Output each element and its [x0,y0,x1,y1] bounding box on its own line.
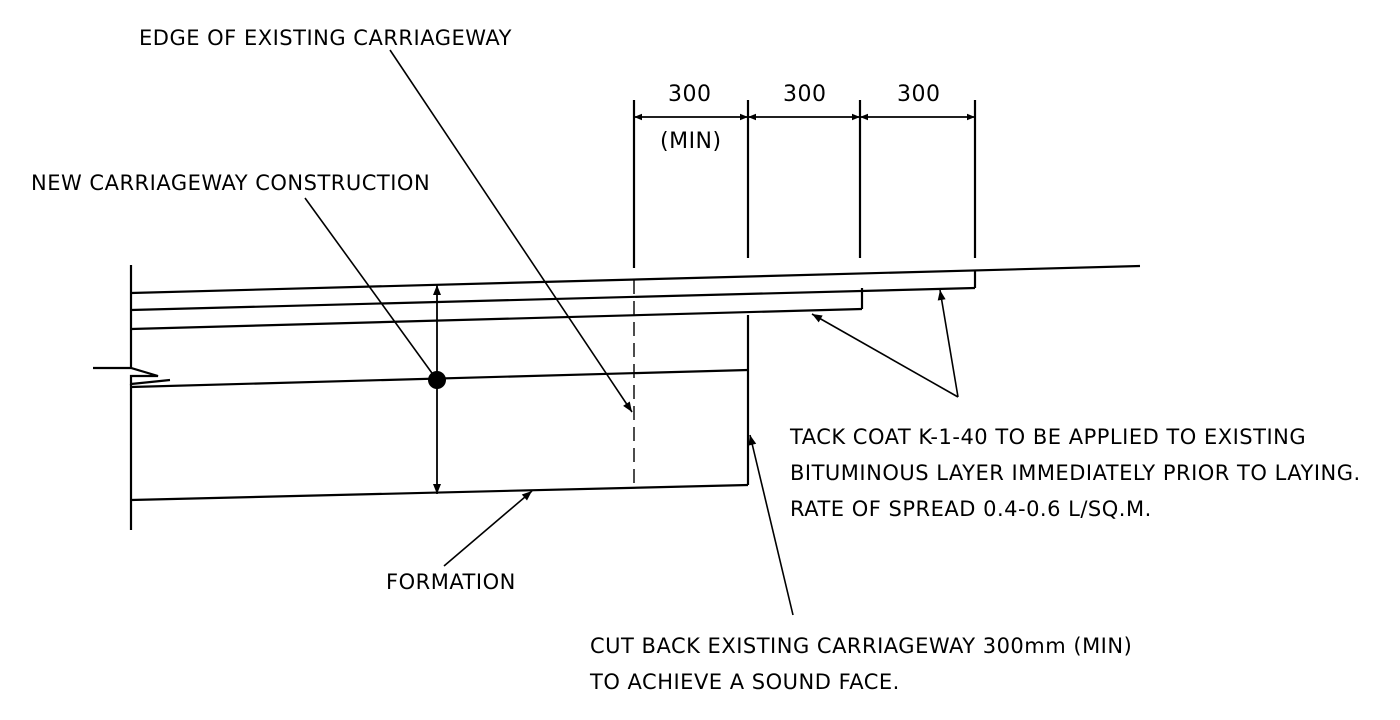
dimension-label-3: 300 [897,82,941,107]
label-cut-back-line2: TO ACHIEVE A SOUND FACE. [590,670,900,694]
road-surface-line [130,264,1141,295]
new-construction-dot [428,371,446,389]
leader-cut-back [748,434,794,616]
label-cut-back-line1: CUT BACK EXISTING CARRIAGEWAY 300mm (MIN… [590,634,1133,658]
label-tack-coat-line1: TACK COAT K-1-40 TO BE APPLIED TO EXISTI… [790,425,1307,449]
leader-tack-coat-1 [811,313,959,398]
binder-course-line [130,307,863,331]
dimension-label-2: 300 [783,82,827,107]
formation-line [130,483,749,502]
dimension-qualifier-1: (MIN) [660,129,722,154]
leader-tack-coat-2 [937,289,959,398]
label-new-construction: NEW CARRIAGEWAY CONSTRUCTION [31,171,431,195]
label-tack-coat-line3: RATE OF SPREAD 0.4-0.6 L/SQ.M. [790,497,1152,521]
dimension-label-1: 300 [668,82,712,107]
break-symbol [93,366,171,386]
leader-formation [443,490,533,567]
label-formation: FORMATION [386,570,516,594]
label-tack-coat-line2: BITUMINOUS LAYER IMMEDIATELY PRIOR TO LA… [790,461,1361,485]
leader-edge-existing [389,49,633,413]
leader-new-construction [304,197,438,381]
label-edge-existing: EDGE OF EXISTING CARRIAGEWAY [139,26,512,50]
surface-course-line [130,286,976,312]
